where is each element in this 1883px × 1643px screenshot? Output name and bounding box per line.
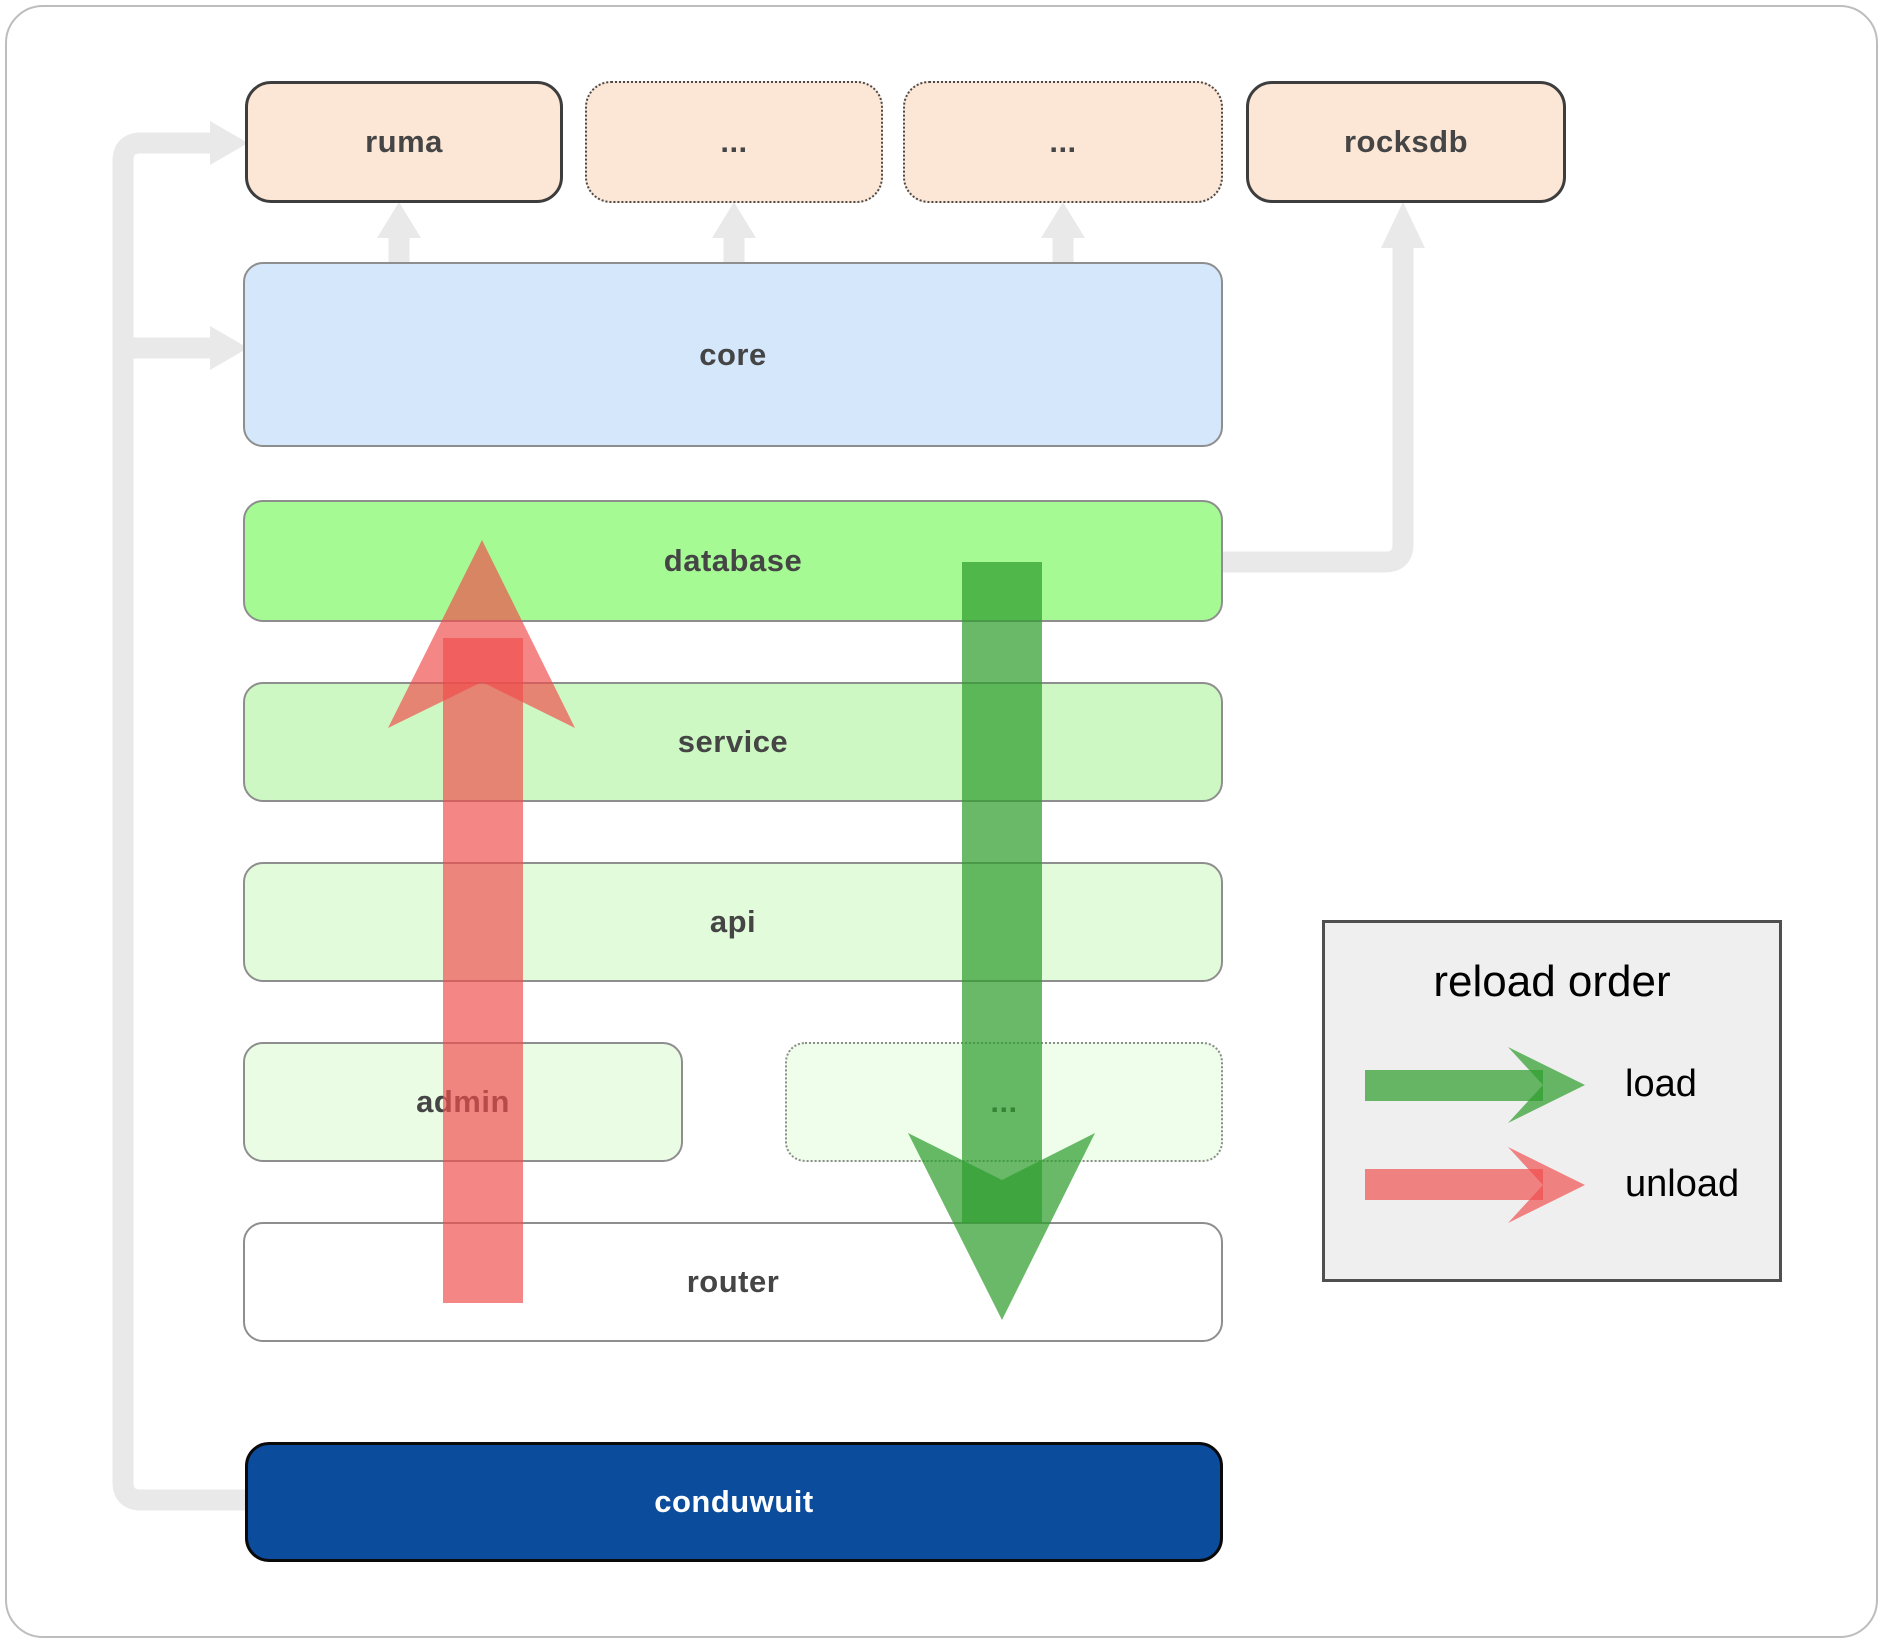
box-api-label: api <box>709 904 757 939</box>
box-core-label: core <box>699 336 767 372</box>
box-top-dots-1: ... <box>585 81 883 203</box>
box-admin-label: admin <box>416 1084 510 1119</box>
box-conduwuit: conduwuit <box>245 1442 1223 1562</box>
box-api: api <box>243 862 1223 982</box>
box-top-dots-1-label: ... <box>720 124 748 159</box>
box-admin: admin <box>243 1042 683 1162</box>
box-admin-dots: ... <box>785 1042 1223 1162</box>
legend-unload-arrow-shaft <box>1365 1169 1543 1200</box>
box-rocksdb: rocksdb <box>1246 81 1566 203</box>
legend-load-arrow-shaft <box>1365 1070 1543 1101</box>
box-ruma: ruma <box>245 81 563 203</box>
legend-load-arrow-head <box>1508 1047 1585 1123</box>
box-database: database <box>243 500 1223 622</box>
box-top-dots-2: ... <box>903 81 1223 203</box>
legend-title: reload order <box>1433 957 1671 1006</box>
box-core: core <box>243 262 1223 447</box>
box-router: router <box>243 1222 1223 1342</box>
box-service: service <box>243 682 1223 802</box>
box-database-label: database <box>663 543 803 578</box>
legend: reload order load unload <box>1322 920 1782 1282</box>
box-top-dots-2-label: ... <box>1049 124 1077 159</box>
legend-unload-arrow-head <box>1508 1147 1585 1223</box>
box-ruma-label: ruma <box>365 124 443 159</box>
box-admin-dots-label: ... <box>990 1084 1018 1119</box>
legend-unload-label: unload <box>1625 1163 1740 1205</box>
box-router-label: router <box>686 1264 780 1299</box>
box-conduwuit-label: conduwuit <box>654 1484 814 1519</box>
box-service-label: service <box>677 724 789 759</box>
legend-load-label: load <box>1625 1063 1697 1105</box>
diagram-border <box>5 5 1878 1638</box>
box-rocksdb-label: rocksdb <box>1343 124 1469 159</box>
